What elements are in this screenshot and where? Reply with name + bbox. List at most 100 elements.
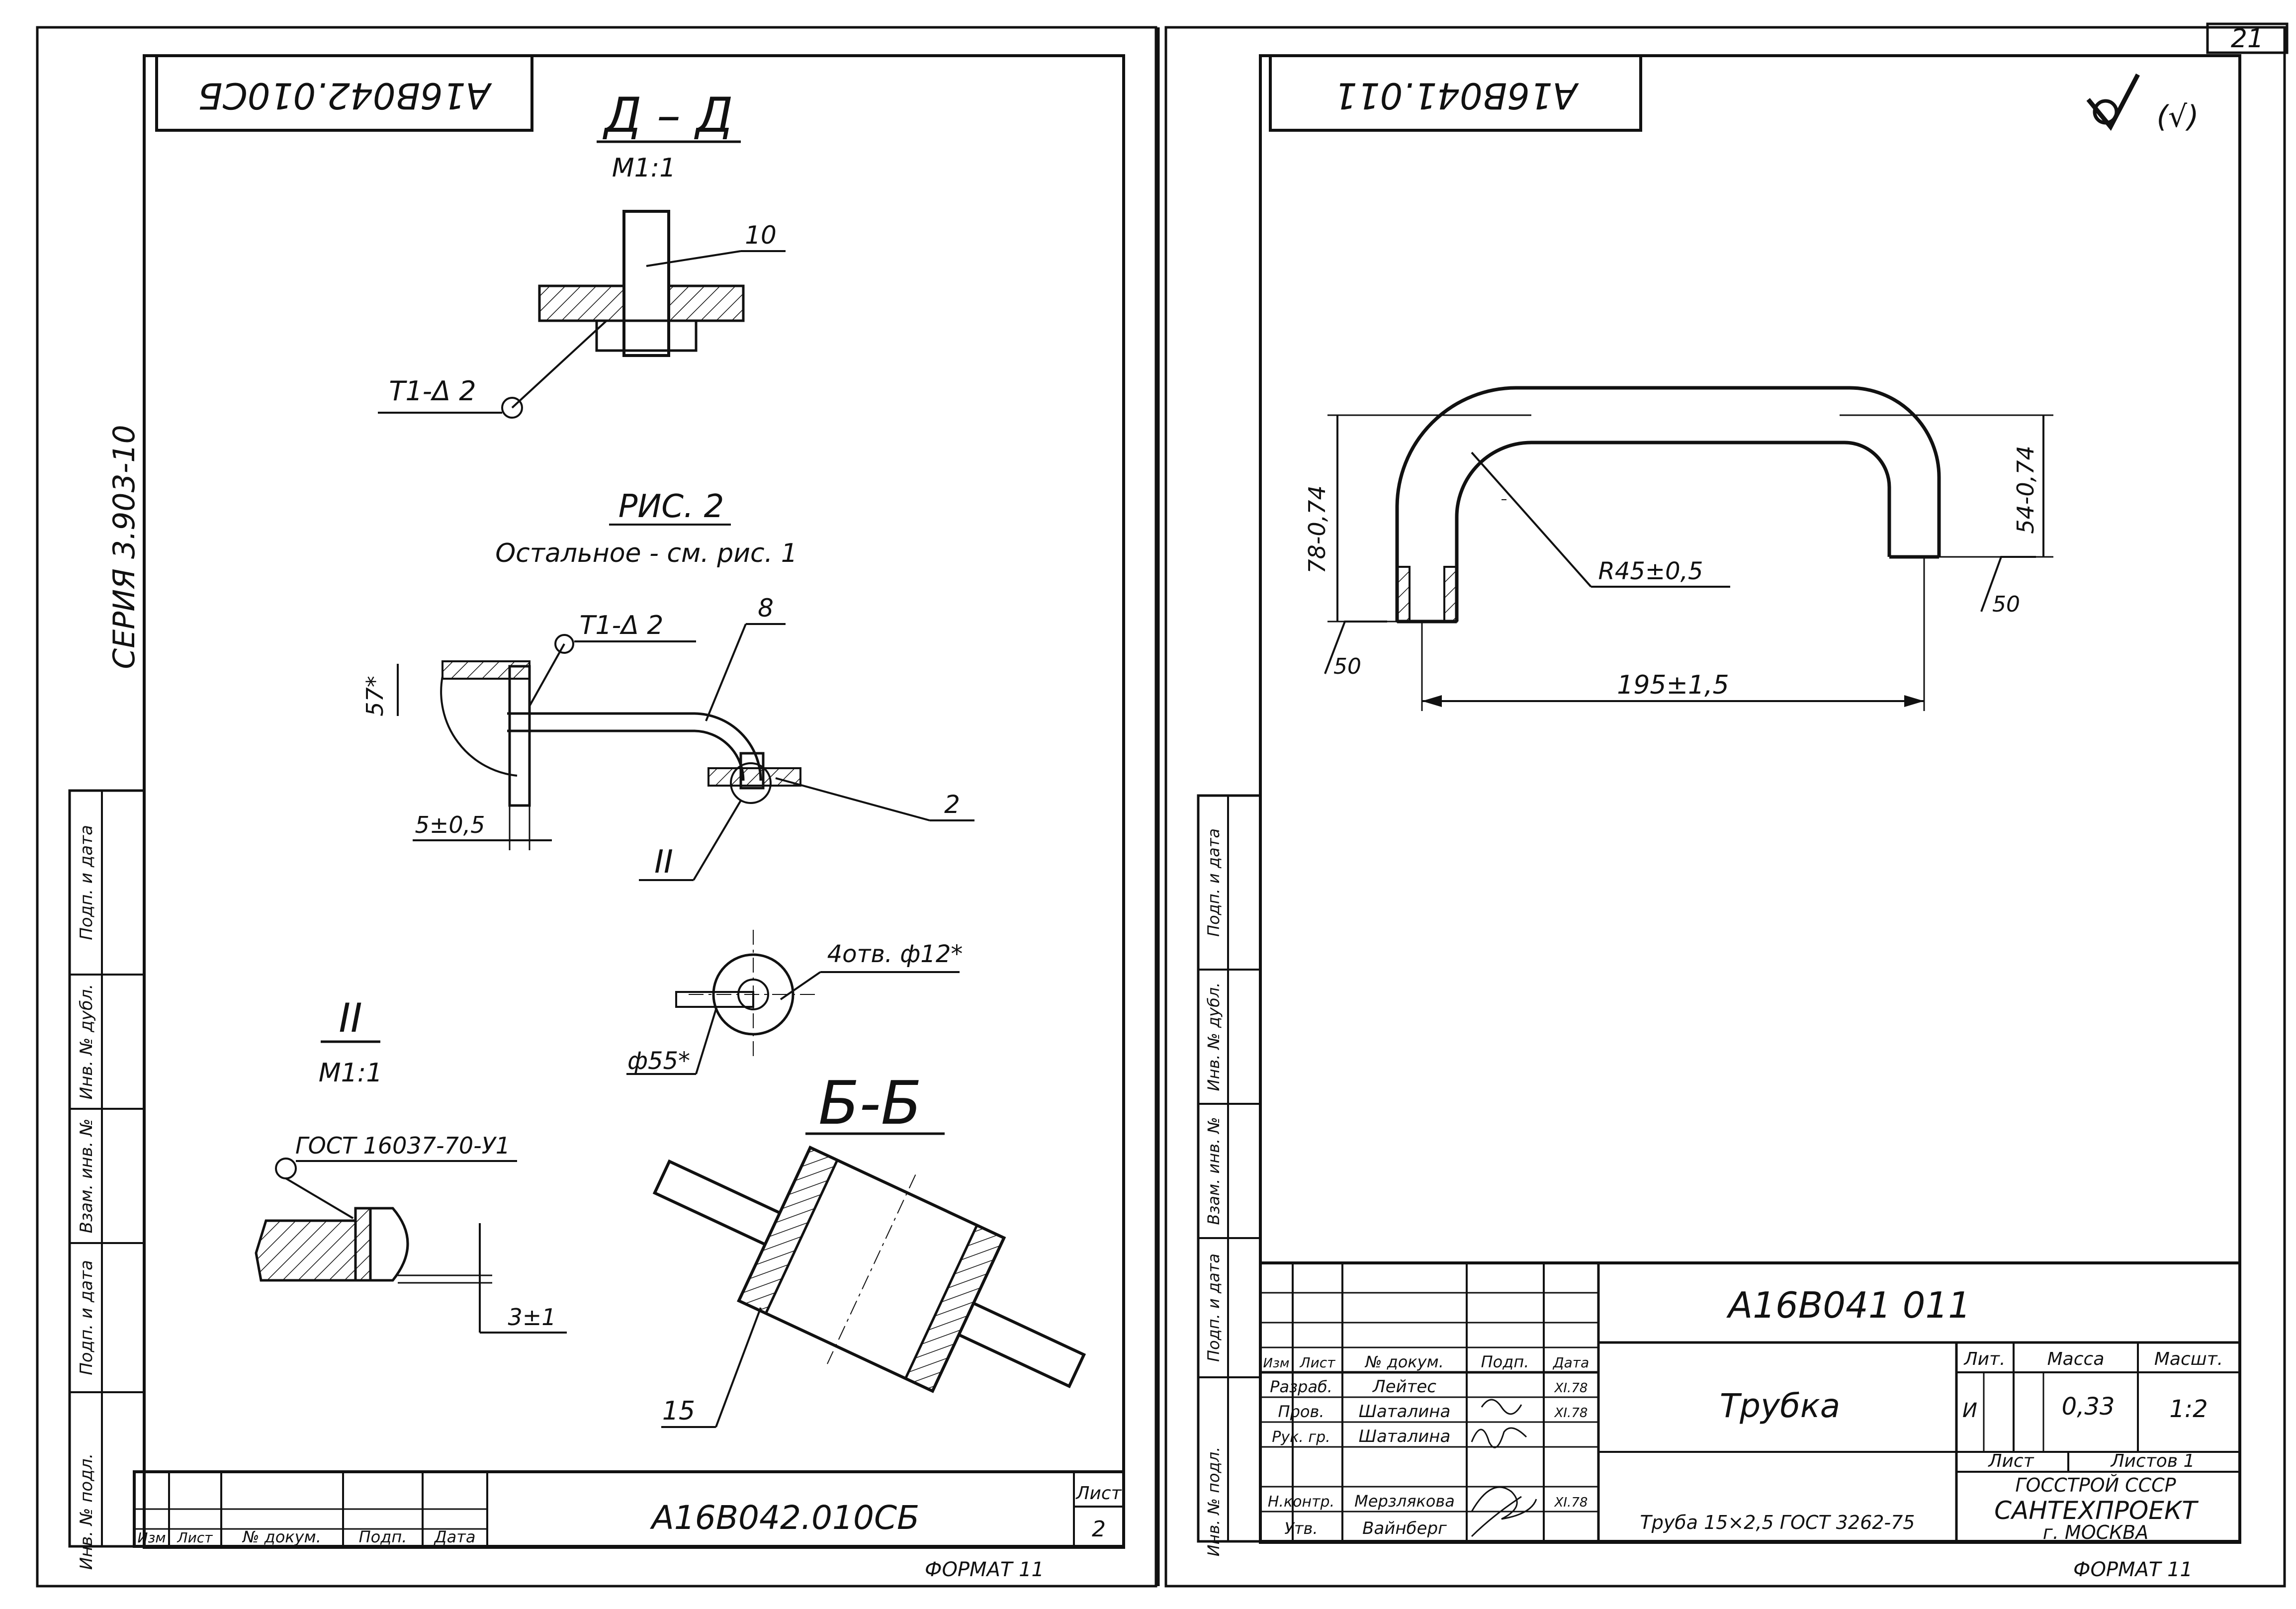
side-stamp-1: Инв. № подл. — [77, 1453, 96, 1570]
right-title-block: Изм Лист № докум. Подп. Дата Разраб. Лей… — [1259, 1261, 2241, 1581]
ltb-sheet-value: 2 — [1092, 1517, 1106, 1542]
rtb-org-3: г. МОСКВА — [2043, 1521, 2148, 1543]
dim-width: 195±1,5 — [1617, 670, 1729, 700]
section-dd-title: Д – Д — [602, 88, 733, 143]
r-side-stamp-4: Инв. № дубл. — [1204, 983, 1223, 1091]
ltb-code: А16В042.010СБ — [650, 1499, 920, 1537]
roughness-value: (√) — [2156, 99, 2199, 134]
dim-height-right: 54-0,74 — [2012, 446, 2039, 534]
rtb-scale-value: 1:2 — [2169, 1395, 2208, 1423]
rtb-row3-role: Рук. гр. — [1272, 1429, 1330, 1446]
rtb-lit-label: Лит. — [1963, 1349, 2006, 1369]
fig2-dim-57: 57* — [361, 676, 388, 716]
signature-1 — [1481, 1399, 1522, 1415]
left-side-stamp: Инв. № подл. Подп. и дата Взам. инв. № И… — [68, 789, 146, 1570]
r-side-stamp-5: Подп. и дата — [1204, 828, 1223, 937]
left-stamp-code: А16В042.010СБ — [198, 75, 492, 116]
detail-ii-scale: М1:1 — [319, 1058, 383, 1088]
left-sheet: А16В042.010СБ СЕРИЯ 3.903-10 Инв. № подл… — [68, 54, 1125, 1581]
series-label: СЕРИЯ 3.903-10 — [107, 425, 142, 669]
side-stamp-3: Взам. инв. № — [77, 1119, 96, 1234]
ltb-format: ФОРМАТ 11 — [925, 1558, 1044, 1581]
rtb-row1-date: XI.78 — [1554, 1381, 1588, 1396]
ltb-h-sign: Подп. — [359, 1527, 407, 1546]
right-sheet: А16В041.011 (√) Инв. № подл. Подп. и дат… — [1197, 54, 2241, 1581]
rtb-row5-person: Вайнберг — [1362, 1519, 1447, 1538]
rtb-h-sign: Подп. — [1481, 1352, 1529, 1371]
rtb-scale-label: Масшт. — [2154, 1349, 2223, 1369]
rtb-row1-person: Лейтес — [1372, 1377, 1436, 1397]
rtb-h-date: Дата — [1552, 1354, 1590, 1371]
rtb-row2-role: Пров. — [1278, 1402, 1325, 1421]
ltb-h-izm: Изм — [138, 1529, 166, 1546]
detail-ii: II М1:1 ГОСТ 16037-70-У1 3±1 — [255, 995, 567, 1334]
fig2-title: РИС. 2 — [618, 488, 724, 525]
rtb-row4-role: Н.контр. — [1268, 1493, 1334, 1511]
side-stamp-4: Инв. № дубл. — [77, 984, 96, 1100]
left-title-block: Изм Лист № докум. Подп. Дата А16В042.010… — [133, 1470, 1125, 1581]
rtb-name: Трубка — [1720, 1387, 1840, 1425]
fig2-subtitle: Остальное - см. рис. 1 — [495, 538, 797, 568]
rtb-org-1: ГОССТРОЙ СССР — [2015, 1474, 2176, 1496]
rtb-sheets-label: Листов 1 — [2110, 1451, 2195, 1471]
weld-label-dd: Т1-Δ 2 — [389, 375, 476, 407]
dim-roughness-left: 50 — [1333, 654, 1361, 679]
dim-radius: R45±0,5 — [1598, 557, 1703, 585]
signature-2 — [1471, 1427, 1527, 1448]
ltb-h-date: Дата — [434, 1527, 476, 1546]
ltb-h-doc: № докум. — [242, 1527, 321, 1546]
signature-3 — [1471, 1486, 1537, 1520]
dim-height-left: 78-0,74 — [1304, 485, 1330, 574]
fig2-dim-5: 5±0,5 — [415, 811, 485, 838]
right-stamp-box: А16В041.011 — [1269, 54, 1642, 132]
r-side-stamp-1: Инв. № подл. — [1204, 1447, 1223, 1557]
rtb-row2-date: XI.78 — [1554, 1406, 1588, 1421]
rtb-lit-value: И — [1962, 1399, 1977, 1422]
ltb-sheet-label: Лист — [1075, 1483, 1122, 1504]
detail-ii-gost: ГОСТ 16037-70-У1 — [295, 1132, 510, 1159]
signature-4 — [1471, 1496, 1522, 1537]
rtb-row4-date: XI.78 — [1554, 1495, 1588, 1510]
dim-roughness-right: 50 — [1992, 592, 2020, 617]
ltb-h-list: Лист — [177, 1529, 213, 1546]
side-stamp-2: Подп. и дата — [77, 1260, 96, 1375]
fig2-view-ref: II — [654, 844, 673, 881]
leader-10: 10 — [745, 221, 777, 250]
section-bb-leader: 15 — [662, 1396, 695, 1426]
rtb-h-doc: № докум. — [1364, 1352, 1444, 1371]
roughness-symbol: (√) — [2086, 73, 2199, 134]
side-stamp-5: Подп. и дата — [77, 825, 96, 940]
rtb-mass-value: 0,33 — [2062, 1393, 2115, 1421]
r-side-stamp-3: Взам. инв. № — [1204, 1117, 1223, 1225]
holes-hole: 4отв. ф12* — [827, 940, 963, 968]
rtb-org-2: САНТЕХПРОЕКТ — [1994, 1496, 2199, 1525]
right-stamp-code: А16В041.011 — [1334, 75, 1579, 116]
r-side-stamp-2: Подп. и дата — [1204, 1253, 1223, 1362]
rtb-row1-role: Разраб. — [1270, 1377, 1332, 1396]
sheet-number: 21 — [2231, 24, 2264, 54]
rtb-format: ФОРМАТ 11 — [2073, 1558, 2193, 1581]
detail-ii-title: II — [339, 995, 362, 1041]
section-bb-title: Б-Б — [818, 1069, 922, 1138]
rtb-row3-person: Шаталина — [1359, 1427, 1451, 1446]
figure-2: РИС. 2 Остальное - см. рис. 1 Т1-Δ 2 — [361, 488, 974, 881]
sheet-number-box: 21 — [2206, 22, 2289, 54]
rtb-h-list: Лист — [1300, 1354, 1336, 1371]
rtb-h-izm: Изм — [1263, 1356, 1290, 1371]
sheet-borders — [36, 26, 2286, 1588]
fig2-leader-2: 2 — [944, 790, 960, 819]
holes-detail: 4отв. ф12* ф55* — [626, 930, 963, 1075]
fig2-weld: Т1-Δ 2 — [580, 611, 664, 640]
rtb-code: А16В041 011 — [1726, 1284, 1971, 1326]
rtb-sheet-label: Лист — [1987, 1451, 2034, 1471]
right-side-stamp: Инв. № подл. Подп. и дата Взам. инв. № И… — [1197, 794, 1262, 1557]
tube-bend-view — [1395, 386, 1941, 624]
rtb-row4-person: Мерзлякова — [1354, 1492, 1455, 1511]
section-dd-scale: М1:1 — [612, 153, 676, 183]
left-stamp-box: А16В042.010СБ — [155, 54, 533, 132]
rtb-mass-label: Масса — [2047, 1349, 2105, 1369]
fig2-leader-8: 8 — [758, 594, 774, 623]
rtb-row5-role: Утв. — [1284, 1519, 1318, 1538]
section-dd: Д – Д М1:1 10 Т1-Δ 2 — [378, 88, 786, 419]
